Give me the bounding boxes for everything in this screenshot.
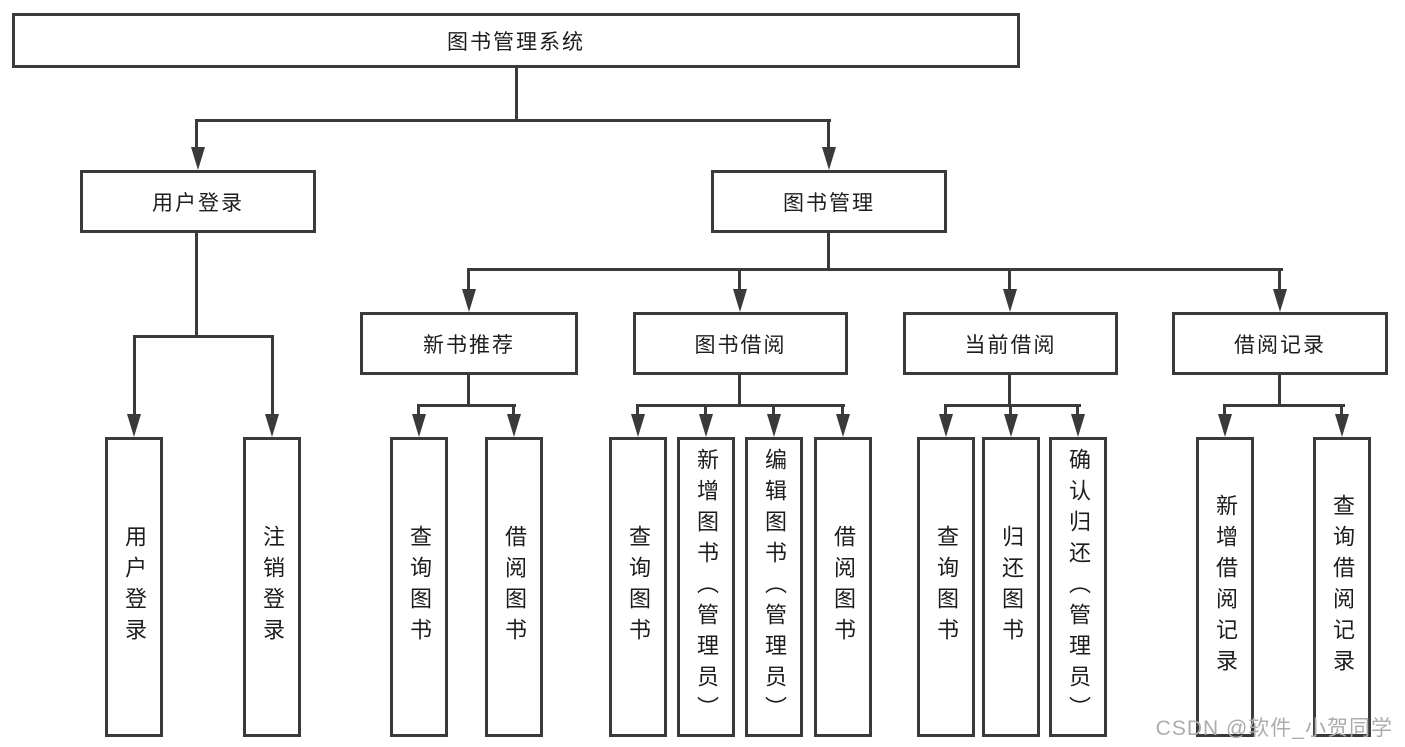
connector-line — [738, 375, 741, 407]
connector-line — [1340, 404, 1343, 416]
node-user-login-label: 用户登录 — [152, 191, 244, 215]
leaf-current-confirm-return-admin-label: 确认归还（管理员） — [1066, 447, 1091, 727]
connector-line — [467, 268, 470, 291]
connector-line — [827, 233, 830, 270]
connector-line — [1008, 268, 1011, 291]
connector-line — [636, 404, 639, 416]
connector-line — [944, 404, 1081, 407]
arrow-down-icon — [412, 414, 426, 437]
connector-line — [1278, 268, 1281, 291]
connector-line — [1223, 404, 1345, 407]
connector-line — [467, 268, 1283, 271]
connector-line — [515, 68, 518, 120]
leaf-borrow-add-books-admin: 新增图书（管理员） — [677, 437, 735, 737]
connector-line — [271, 335, 274, 415]
arrow-down-icon — [767, 414, 781, 437]
arrow-down-icon — [127, 414, 141, 437]
leaf-records-query-record: 查询借阅记录 — [1313, 437, 1371, 737]
connector-line — [1008, 375, 1011, 407]
leaf-records-query-record-label: 查询借阅记录 — [1330, 494, 1355, 680]
leaf-newbook-borrow-books-label: 借阅图书 — [502, 525, 527, 649]
leaf-borrow-borrow-books: 借阅图书 — [814, 437, 872, 737]
leaf-records-add-record: 新增借阅记录 — [1196, 437, 1254, 737]
node-new-book-recommend-label: 新书推荐 — [423, 333, 515, 357]
csdn-watermark: CSDN @软件_小贺同学 — [1155, 717, 1393, 740]
arrow-down-icon — [1273, 289, 1287, 312]
arrow-down-icon — [1003, 289, 1017, 312]
node-borrow-records: 借阅记录 — [1172, 312, 1388, 375]
connector-line — [512, 404, 515, 416]
root-node-label: 图书管理系统 — [447, 30, 585, 54]
connector-line — [195, 119, 198, 150]
connector-line — [417, 404, 516, 407]
leaf-current-return-books-label: 归还图书 — [999, 525, 1024, 649]
arrow-down-icon — [507, 414, 521, 437]
arrow-down-icon — [939, 414, 953, 437]
leaf-user-login-label: 用户登录 — [122, 525, 147, 649]
leaf-current-return-books: 归还图书 — [982, 437, 1040, 737]
node-current-borrow-label: 当前借阅 — [964, 333, 1057, 357]
connector-line — [827, 119, 830, 150]
leaf-newbook-query-books-label: 查询图书 — [407, 525, 432, 649]
leaf-current-query-books-label: 查询图书 — [934, 525, 959, 649]
connector-line — [1009, 404, 1012, 416]
node-current-borrow: 当前借阅 — [903, 312, 1118, 375]
connector-line — [738, 268, 741, 291]
arrow-down-icon — [1218, 414, 1232, 437]
leaf-borrow-query-books-label: 查询图书 — [626, 525, 651, 649]
leaf-current-query-books: 查询图书 — [917, 437, 975, 737]
connector-line — [1076, 404, 1079, 416]
leaf-borrow-borrow-books-label: 借阅图书 — [831, 525, 856, 649]
connector-line — [196, 119, 831, 122]
arrow-down-icon — [462, 289, 476, 312]
arrow-down-icon — [1004, 414, 1018, 437]
arrow-down-icon — [699, 414, 713, 437]
leaf-borrow-add-books-admin-label: 新增图书（管理员） — [694, 447, 719, 727]
node-book-management-label: 图书管理 — [783, 191, 875, 215]
connector-line — [704, 404, 707, 416]
leaf-user-login: 用户登录 — [105, 437, 163, 737]
leaf-newbook-query-books: 查询图书 — [390, 437, 448, 737]
connector-line — [417, 404, 420, 416]
connector-line — [467, 375, 470, 407]
node-new-book-recommend: 新书推荐 — [360, 312, 578, 375]
root-node-library-system: 图书管理系统 — [12, 13, 1020, 68]
connector-line — [636, 404, 845, 407]
node-book-management: 图书管理 — [711, 170, 947, 233]
arrow-down-icon — [733, 289, 747, 312]
arrow-down-icon — [631, 414, 645, 437]
leaf-borrow-edit-books-admin-label: 编辑图书（管理员） — [762, 447, 787, 727]
arrow-down-icon — [265, 414, 279, 437]
node-borrow-records-label: 借阅记录 — [1234, 333, 1326, 357]
arrow-down-icon — [191, 147, 205, 170]
leaf-borrow-query-books: 查询图书 — [609, 437, 667, 737]
arrow-down-icon — [1335, 414, 1349, 437]
arrow-down-icon — [836, 414, 850, 437]
connector-line — [133, 335, 136, 415]
leaf-newbook-borrow-books: 借阅图书 — [485, 437, 543, 737]
connector-line — [133, 335, 274, 338]
connector-line — [1278, 375, 1281, 407]
connector-line — [772, 404, 775, 416]
node-book-borrow: 图书借阅 — [633, 312, 848, 375]
leaf-logout-label: 注销登录 — [260, 525, 285, 649]
connector-line — [195, 233, 198, 337]
connector-line — [1223, 404, 1226, 416]
arrow-down-icon — [1071, 414, 1085, 437]
connector-line — [944, 404, 947, 416]
arrow-down-icon — [822, 147, 836, 170]
connector-line — [841, 404, 844, 416]
leaf-logout: 注销登录 — [243, 437, 301, 737]
leaf-records-add-record-label: 新增借阅记录 — [1213, 494, 1238, 680]
leaf-current-confirm-return-admin: 确认归还（管理员） — [1049, 437, 1107, 737]
leaf-borrow-edit-books-admin: 编辑图书（管理员） — [745, 437, 803, 737]
node-book-borrow-label: 图书借阅 — [694, 333, 787, 357]
node-user-login: 用户登录 — [80, 170, 316, 233]
